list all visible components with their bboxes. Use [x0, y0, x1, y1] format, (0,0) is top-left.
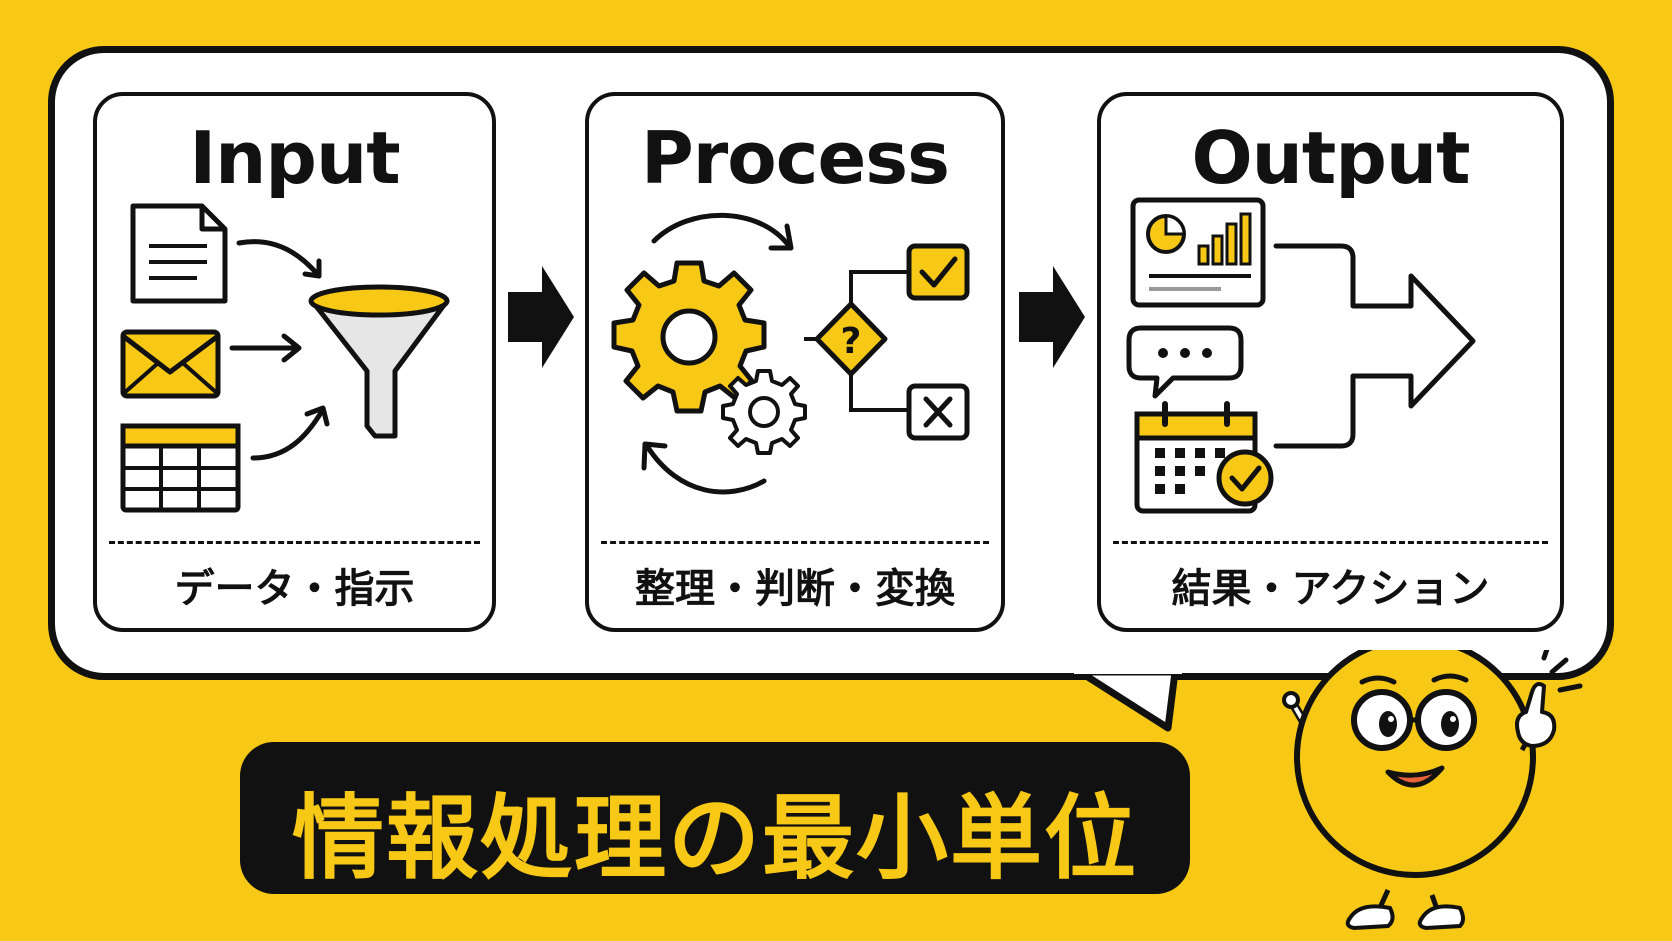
cycle-arrows-icon: [641, 212, 794, 495]
headline-text: 情報処理の最小単位: [291, 785, 1138, 892]
cross-box-icon: [906, 383, 970, 441]
input-arrows: [229, 239, 330, 461]
mascot-eyes: [1351, 673, 1477, 751]
document-icon: [130, 203, 228, 304]
input-panel: Input: [93, 92, 496, 632]
output-divider: [1113, 541, 1548, 544]
spreadsheet-icon: [120, 423, 241, 513]
envelope-icon: [120, 329, 221, 399]
input-divider: [109, 541, 480, 544]
input-illustration: [120, 203, 450, 513]
output-caption: 結果・アクション: [1171, 566, 1490, 612]
sparkle-icon: [1541, 650, 1583, 693]
process-divider: [601, 541, 989, 544]
input-caption: データ・指示: [174, 566, 415, 612]
mascot-mouth: [1385, 765, 1445, 788]
question-mark: ?: [841, 321, 862, 362]
output-panel: Output: [1097, 92, 1564, 632]
merge-arrow-icon: [1273, 243, 1476, 449]
output-title: Output: [1191, 116, 1470, 200]
flow-arrow-icon: [1019, 266, 1085, 368]
process-panel: Process ?: [585, 92, 1005, 632]
gear-icon: [611, 260, 767, 414]
check-box-icon: [906, 243, 970, 301]
process-title: Process: [641, 116, 950, 200]
funnel-icon: [308, 284, 450, 439]
mascot-character: [1282, 650, 1583, 931]
small-gear-icon: [721, 369, 807, 455]
output-illustration: [1126, 197, 1476, 514]
speech-bubble-icon: [1126, 325, 1244, 399]
calendar-check-icon: [1134, 401, 1274, 514]
flow-arrow-icon: [508, 266, 574, 368]
process-caption: 整理・判断・変換: [635, 566, 955, 612]
input-title: Input: [189, 116, 400, 200]
headline-banner: 情報処理の最小単位: [240, 742, 1190, 894]
decision-diamond-icon: ?: [804, 270, 907, 412]
chart-report-icon: [1130, 197, 1266, 308]
process-illustration: ?: [611, 212, 970, 495]
